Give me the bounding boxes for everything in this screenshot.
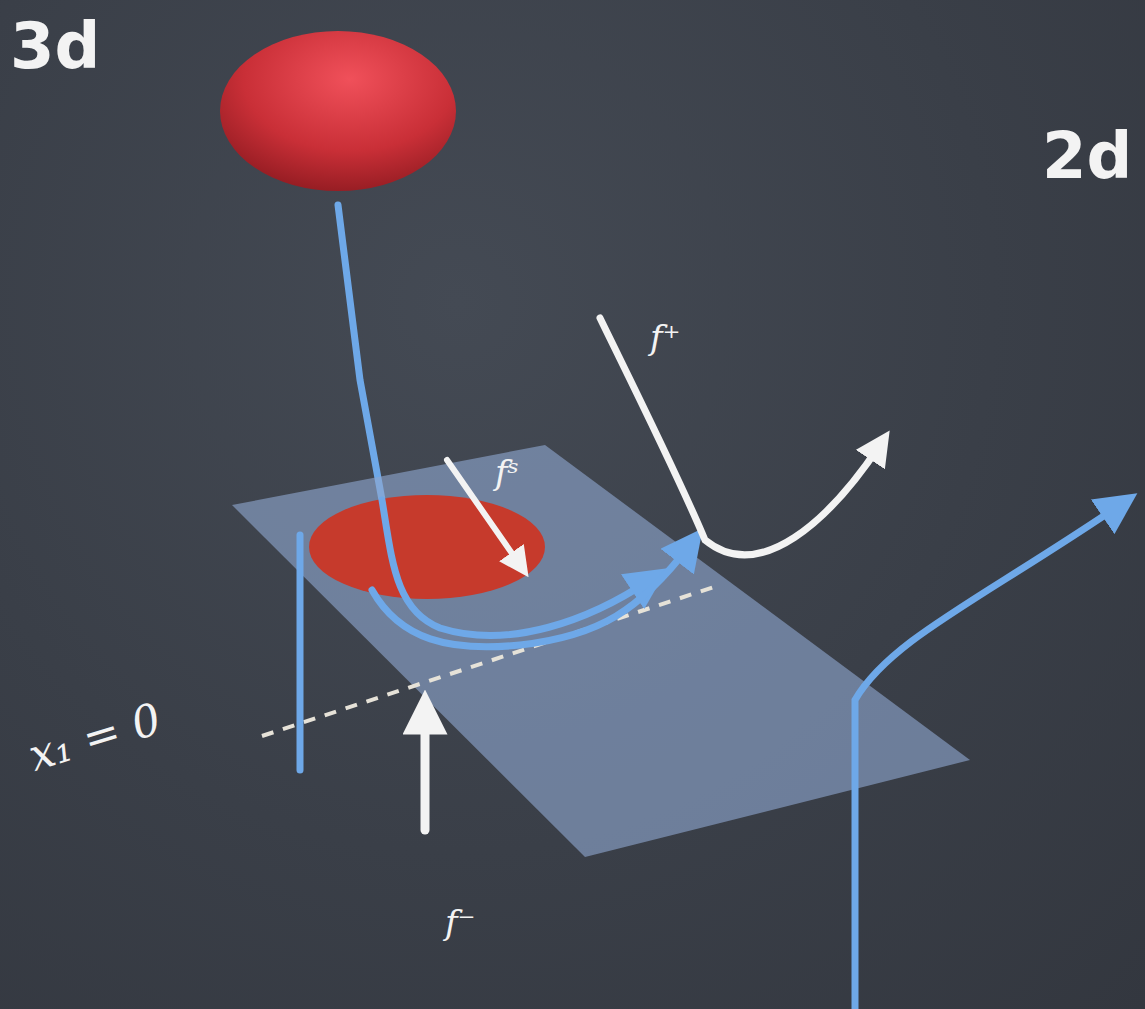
dimension-label: 3d — [10, 14, 100, 78]
red-body-3d — [220, 31, 456, 191]
plane-2d — [232, 445, 970, 857]
flux-label: fˢ — [495, 455, 519, 489]
blue-trajectory — [372, 545, 690, 647]
blue-trajectory — [855, 505, 1120, 1009]
dimension-label: 2d — [1042, 124, 1132, 188]
axis-label: x₁ = 0 — [24, 696, 166, 778]
blue-trajectory — [338, 205, 382, 500]
dashed-boundary — [262, 585, 720, 736]
flux-label: f⁺ — [650, 320, 681, 354]
flux-arrow — [600, 318, 880, 555]
flux-label: f⁻ — [445, 905, 476, 939]
blue-trajectory — [382, 500, 650, 635]
flux-arrow — [421, 712, 430, 830]
blue-trajectory — [297, 535, 304, 770]
